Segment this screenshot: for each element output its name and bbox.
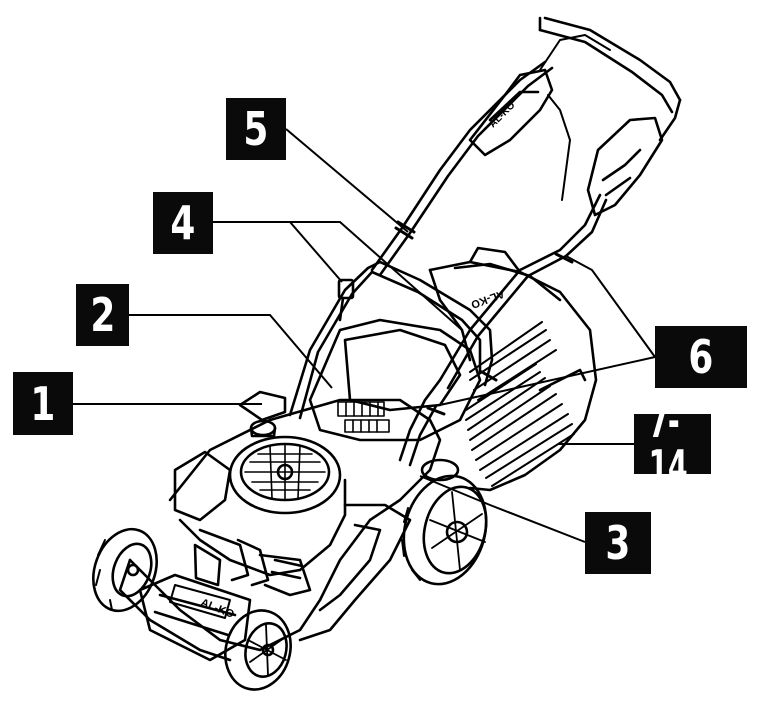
- handle-clamp-right: [554, 252, 574, 264]
- front-left-wheel: [92, 527, 158, 613]
- rear-left-wheel: [420, 458, 460, 482]
- callout-1: 1: [13, 372, 73, 435]
- rear-right-wheel: [401, 474, 488, 586]
- leader-line-6b: [439, 356, 656, 406]
- leader-lines: [73, 128, 656, 543]
- callout-2: 2: [76, 284, 129, 346]
- leader-line-5: [285, 128, 409, 233]
- engine: [173, 390, 347, 597]
- height-adjust-lever: [337, 278, 355, 300]
- handle-clamp-upper: [394, 226, 414, 240]
- mower-deck: AL-KO: [118, 398, 442, 662]
- right-control-box: [586, 116, 664, 217]
- callout-4: 4: [153, 192, 213, 254]
- callout-3: 3: [585, 512, 651, 574]
- leader-line-2: [129, 314, 333, 389]
- leader-line-4b: [290, 221, 463, 331]
- callout-6: 6: [655, 326, 747, 388]
- leader-line-6a: [565, 255, 656, 358]
- leader-line-3: [419, 475, 586, 543]
- left-control-box: AL-KO: [468, 68, 554, 157]
- upper-handle: AL-KO: [370, 16, 682, 416]
- rear-cover-grille: [337, 401, 390, 433]
- callout-7-14: 7-14: [634, 398, 711, 490]
- front-right-wheel: [224, 609, 292, 691]
- grass-catcher: AL-KO: [428, 246, 598, 492]
- leader-line-4a: [213, 221, 343, 283]
- engine-cooling-fins: [244, 443, 326, 501]
- catcher-vent-slots: [465, 321, 575, 487]
- front-brand-plate: AL-KO: [169, 584, 236, 621]
- rear-cover: [308, 318, 482, 442]
- callout-5: 5: [226, 98, 286, 160]
- handle-brand-label: AL-KO: [487, 100, 517, 130]
